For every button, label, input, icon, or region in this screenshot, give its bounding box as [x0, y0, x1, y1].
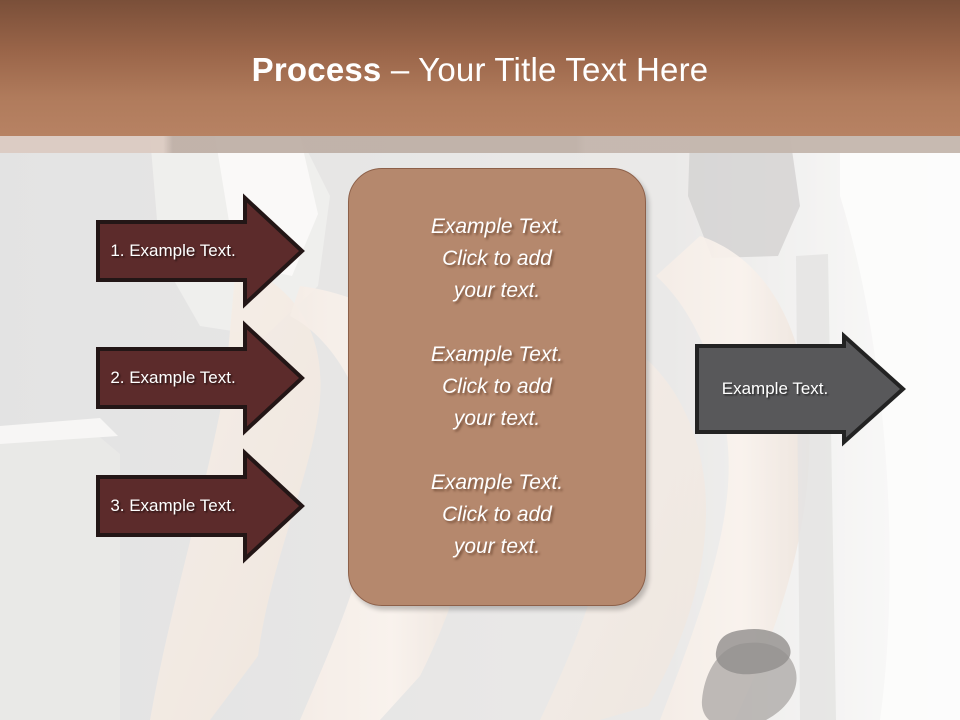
input-arrow-2[interactable]: 2. Example Text. [95, 320, 305, 436]
panel-3-line-3: your text. [453, 535, 541, 558]
panel-2-line-3: your text. [453, 407, 541, 430]
panel-1-line-1: Example Text. [430, 215, 564, 238]
panel-1-line-2: Click to add [442, 247, 552, 270]
panel-text-block-3: Example Text. Click to add your text. [369, 467, 625, 563]
panel-3-line-2: Click to add [442, 503, 552, 526]
input-arrow-1[interactable]: 1. Example Text. [95, 193, 305, 309]
panel-text-block-1: Example Text. Click to add your text. [369, 211, 625, 307]
output-arrow[interactable]: Example Text. [694, 331, 906, 447]
input-arrow-3[interactable]: 3. Example Text. [95, 448, 305, 564]
title-rest: – Your Title Text Here [381, 51, 709, 88]
panel-1-line-3: your text. [453, 279, 541, 302]
center-content-panel[interactable]: Example Text. Click to add your text. Ex… [348, 168, 646, 606]
panel-2-line-1: Example Text. [430, 343, 564, 366]
header-underband [0, 136, 960, 153]
page-title: Process – Your Title Text Here [0, 50, 960, 90]
header-band: Process – Your Title Text Here [0, 0, 960, 136]
panel-3-line-1: Example Text. [430, 471, 564, 494]
panel-text-block-2: Example Text. Click to add your text. [369, 339, 625, 435]
title-strong: Process [251, 51, 382, 88]
panel-2-line-2: Click to add [442, 375, 552, 398]
